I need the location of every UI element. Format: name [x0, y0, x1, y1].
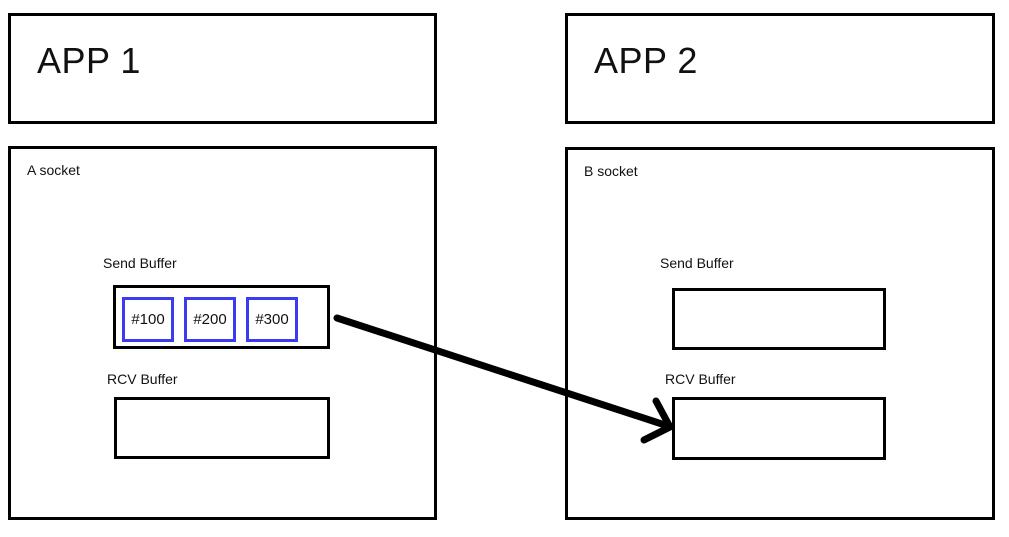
app2-title: APP 2: [594, 40, 698, 81]
socket-a-rcv-buffer-label: RCV Buffer: [107, 371, 178, 387]
socket-b-box: B socket Send Buffer RCV Buffer: [565, 147, 995, 520]
socket-a-send-buffer-label: Send Buffer: [103, 255, 177, 271]
app1-box: APP 1: [8, 13, 437, 124]
socket-b-send-buffer: [672, 288, 886, 350]
packet-300: #300: [246, 297, 298, 342]
socket-b-rcv-buffer: [672, 397, 886, 460]
socket-a-rcv-buffer: [114, 397, 330, 459]
packet-row: #100 #200 #300: [116, 288, 298, 342]
socket-a-label: A socket: [27, 162, 80, 178]
socket-a-send-buffer: #100 #200 #300: [113, 285, 330, 349]
socket-b-rcv-buffer-label: RCV Buffer: [665, 371, 736, 387]
app2-box: APP 2: [565, 13, 995, 124]
socket-a-box: A socket Send Buffer #100 #200 #300 RCV …: [8, 146, 437, 520]
app1-title: APP 1: [37, 40, 141, 81]
packet-100: #100: [122, 297, 174, 342]
socket-b-send-buffer-label: Send Buffer: [660, 255, 734, 271]
socket-b-label: B socket: [584, 163, 638, 179]
packet-200: #200: [184, 297, 236, 342]
